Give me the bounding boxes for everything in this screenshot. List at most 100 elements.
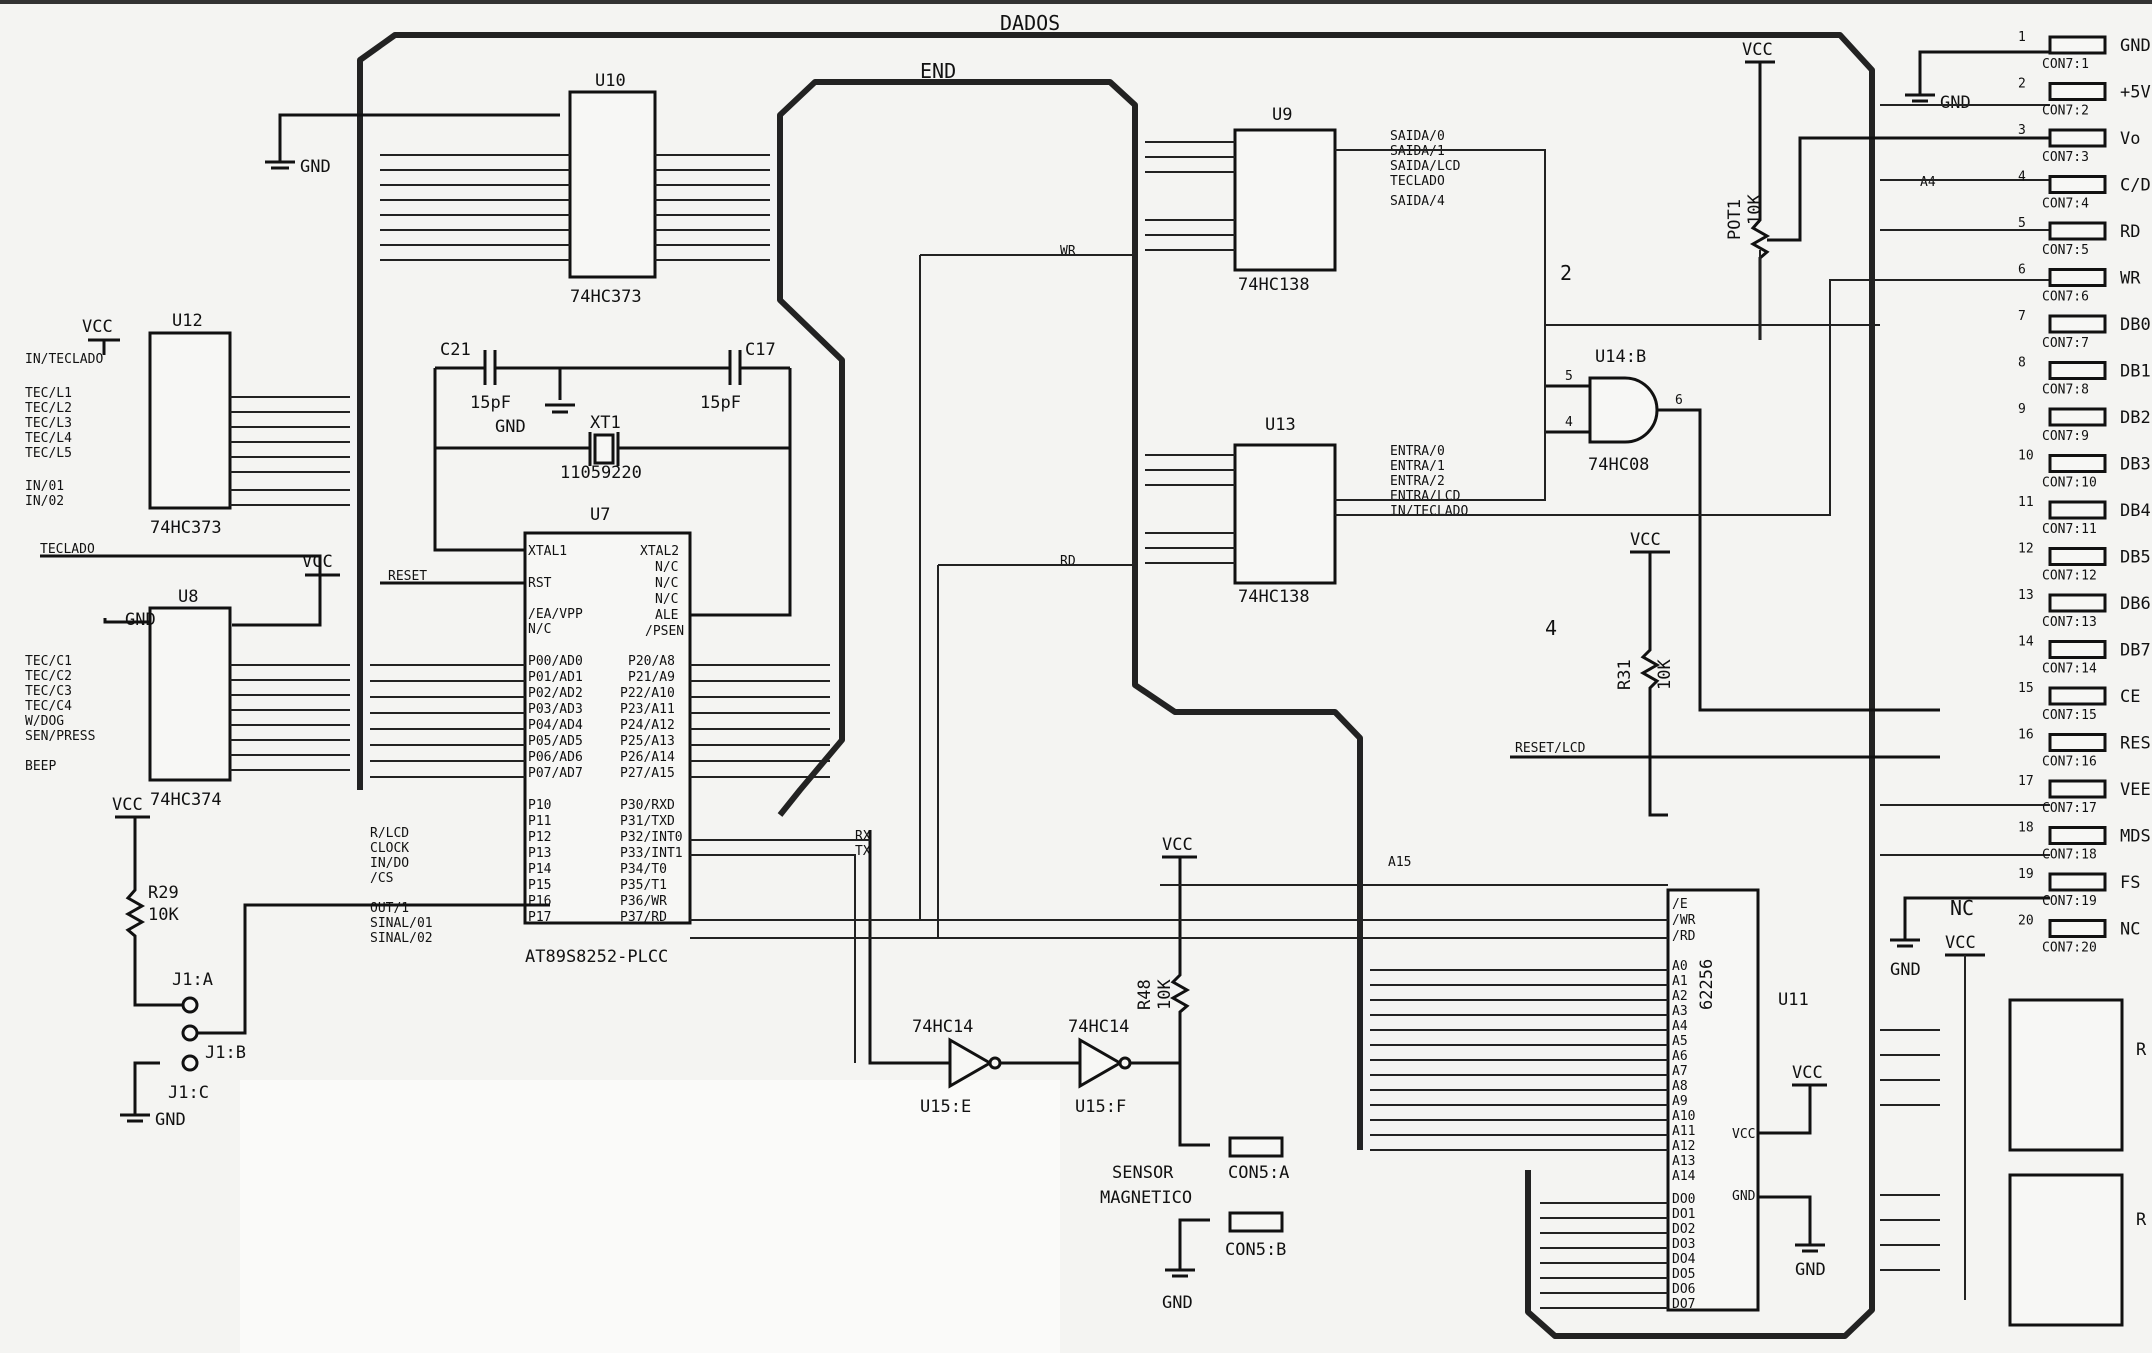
con7-pin-1 xyxy=(2048,35,2107,55)
con7-pin-number: 4 xyxy=(2018,170,2026,185)
svg-text:P25/A13: P25/A13 xyxy=(620,734,675,749)
u8-input-labels: TEC/C1 TEC/C2 TEC/C3 TEC/C4 W/DOG SEN/PR… xyxy=(25,654,95,774)
r31-val: 10K xyxy=(1655,659,1675,690)
con7-net: DB2 xyxy=(2120,408,2151,428)
vcc-r29: VCC xyxy=(112,795,150,819)
gnd-u8: GND xyxy=(103,610,156,630)
u14-ref: U14:B xyxy=(1595,347,1646,367)
gate-u14: U14:B 74HC08 5 4 6 xyxy=(1545,347,1940,712)
crystal-xt1: XT1 11059220 xyxy=(433,368,792,617)
svg-text:TEC/C3: TEC/C3 xyxy=(25,684,72,699)
svg-text:TEC/L1: TEC/L1 xyxy=(25,386,72,401)
sensor-line1: SENSOR xyxy=(1112,1163,1174,1183)
resistor-r31: R31 10K xyxy=(1615,552,1675,817)
u13-ref: U13 xyxy=(1265,415,1296,435)
svg-text:DO5: DO5 xyxy=(1672,1267,1695,1282)
vcc-r29-label: VCC xyxy=(112,795,143,815)
chip-u11: U11 62256 xyxy=(1666,888,1809,1312)
signal-labels: IN/TECLADO TECLADO RESET WR RD RX TX RES… xyxy=(25,175,1974,920)
gnd-u10: GND xyxy=(265,113,560,177)
con7-pin-number: 1 xyxy=(2018,30,2026,45)
con7-pin-number: 12 xyxy=(2018,542,2034,557)
u7-pin-labels-left: XTAL1 RST /EA/VPP N/C P00/AD0 P01/AD1 P0… xyxy=(528,544,583,925)
con7-ref: CON7:19 xyxy=(2042,894,2097,909)
rpack-2: R xyxy=(2008,1173,2147,1327)
svg-text:A15: A15 xyxy=(1388,855,1411,870)
u11-gnd-pin: GND xyxy=(1732,1189,1756,1204)
con7-pin-number: 5 xyxy=(2018,216,2026,231)
con7-net: DB3 xyxy=(2120,455,2151,475)
con7-ref: CON7:10 xyxy=(2042,476,2097,491)
gnd-xtal: GND xyxy=(495,403,575,437)
rpack-1: R xyxy=(2008,998,2147,1152)
chip-u10: U10 74HC373 xyxy=(568,71,657,307)
svg-text:RESET/LCD: RESET/LCD xyxy=(1515,741,1586,756)
svg-text:P16: P16 xyxy=(528,894,551,909)
con7-net: NC xyxy=(2120,920,2140,940)
con7-ref: CON7:7 xyxy=(2042,336,2089,351)
con7-pin-number: 2 xyxy=(2018,77,2026,92)
svg-text:P07/AD7: P07/AD7 xyxy=(528,766,583,781)
gnd-con7-label: GND xyxy=(1940,93,1971,113)
svg-text:P03/AD3: P03/AD3 xyxy=(528,702,583,717)
con7-pin-20 xyxy=(2048,919,2107,938)
gnd-j1-label: GND xyxy=(155,1110,186,1130)
j1a-label: J1:A xyxy=(172,970,213,990)
svg-text:WR: WR xyxy=(1060,244,1076,259)
svg-text:TEC/C2: TEC/C2 xyxy=(25,669,72,684)
u13-part: 74HC138 xyxy=(1238,587,1310,607)
con7-net: DB0 xyxy=(2120,315,2151,335)
con7-pin-3 xyxy=(2048,128,2107,148)
pot-pot1: POT1 10K xyxy=(1725,62,2050,340)
svg-text:P37/RD: P37/RD xyxy=(620,910,667,925)
u11-pin-labels: /E /WR /RD A0 A1 A2 A3 A4 A5 A6 A7 A8 A9… xyxy=(1672,897,1696,1312)
svg-text:OUT/1: OUT/1 xyxy=(370,901,409,916)
svg-text:N/C: N/C xyxy=(655,592,678,607)
svg-text:RESET: RESET xyxy=(388,569,427,584)
vcc-u11: VCC VCC xyxy=(1732,1063,1827,1142)
svg-text:SAIDA/4: SAIDA/4 xyxy=(1390,194,1445,209)
svg-text:XTAL2: XTAL2 xyxy=(640,544,679,559)
con7-pin-2 xyxy=(2048,82,2107,101)
con7-pin-number: 13 xyxy=(2018,588,2034,603)
svg-text:TECLADO: TECLADO xyxy=(40,542,95,557)
vcc-u11-label: VCC xyxy=(1792,1063,1823,1083)
u15e-part: 74HC14 xyxy=(912,1017,973,1037)
svg-text:P10: P10 xyxy=(528,798,551,813)
u11-vcc-pin: VCC xyxy=(1732,1127,1755,1142)
vcc-r31-label: VCC xyxy=(1630,530,1661,550)
con7-net: RESET xyxy=(2120,734,2152,754)
svg-text:N/C: N/C xyxy=(655,576,678,591)
con7-pin-number: 6 xyxy=(2018,263,2026,278)
con7-pin-14 xyxy=(2048,640,2107,659)
svg-text:RD: RD xyxy=(1060,554,1076,569)
con7-net: DB7 xyxy=(2120,641,2151,661)
svg-text:P34/T0: P34/T0 xyxy=(620,862,667,877)
svg-text:2: 2 xyxy=(1560,261,1572,285)
chip-u8: U8 74HC374 xyxy=(148,587,232,810)
svg-text:CLOCK: CLOCK xyxy=(370,841,409,856)
con7-net: DB6 xyxy=(2120,594,2151,614)
gnd-sensor-label: GND xyxy=(1162,1293,1193,1313)
data-lines-u12-u8 xyxy=(230,396,830,778)
con7-ref: CON7:2 xyxy=(2042,104,2089,119)
con7-pin-number: 18 xyxy=(2018,821,2034,836)
svg-text:IN/TECLADO: IN/TECLADO xyxy=(1390,504,1468,519)
bus-end-label: END xyxy=(920,59,956,83)
svg-text:A11: A11 xyxy=(1672,1124,1695,1139)
con7-pin-4 xyxy=(2048,175,2107,194)
con7-pin-number: 14 xyxy=(2018,635,2034,650)
resistor-r48: R48 10K xyxy=(1135,857,1210,1147)
gnd-con7: GND xyxy=(1905,50,2050,113)
u11-part: 62256 xyxy=(1697,959,1717,1010)
con7-pin-number: 11 xyxy=(2018,495,2034,510)
svg-text:P24/A12: P24/A12 xyxy=(620,718,675,733)
con7-ref: CON7:5 xyxy=(2042,243,2089,258)
gnd-j1: GND xyxy=(120,1061,186,1130)
con5b-label: CON5:B xyxy=(1225,1240,1286,1260)
vcc-u12: VCC xyxy=(82,317,120,355)
svg-text:P20/A8: P20/A8 xyxy=(628,654,675,669)
con7-pin-18 xyxy=(2048,826,2107,845)
svg-text:P17: P17 xyxy=(528,910,551,925)
svg-text:P21/A9: P21/A9 xyxy=(628,670,675,685)
